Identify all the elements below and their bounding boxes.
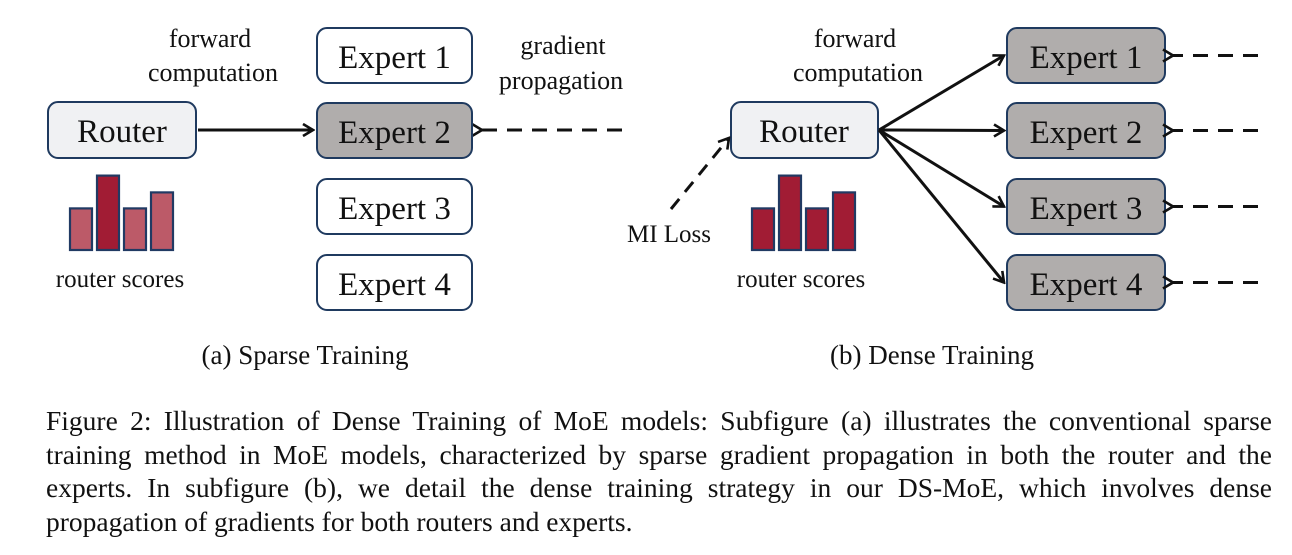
figure-caption: Figure 2: Illustration of Dense Training… <box>46 405 1272 537</box>
dense-expert-1-label: Expert 1 <box>1030 40 1143 76</box>
moe-training-diagram: forward computation gradient propagation… <box>47 24 1258 370</box>
dense-forward-arrow-4 <box>877 129 1004 283</box>
sparse-score-bar-2 <box>95 174 121 252</box>
sparse-expert-2-label: Expert 2 <box>338 115 451 151</box>
sparse-router-scores-chart <box>68 174 175 252</box>
dense-score-bar-2 <box>777 174 803 252</box>
sparse-router-box: Router <box>47 101 197 159</box>
mi-loss-arrow <box>669 138 729 210</box>
sparse-expert-1-label: Expert 1 <box>338 40 451 76</box>
dense-scores-label: router scores <box>737 266 865 293</box>
sparse-score-bar-4 <box>149 191 175 252</box>
sparse-forward-label-line2: computation <box>148 58 278 87</box>
dense-expert-2-label: Expert 2 <box>1030 115 1143 151</box>
sparse-expert-1-box: Expert 1 <box>316 27 473 84</box>
dense-router-scores-chart <box>750 174 857 252</box>
sparse-expert-2-box: Expert 2 <box>316 102 473 159</box>
sparse-router-label: Router <box>77 114 167 150</box>
dense-training-panel: forward computation Router MI Loss Exper… <box>627 24 1258 370</box>
dense-router-box: Router <box>730 101 879 159</box>
sparse-training-panel: forward computation gradient propagation… <box>47 24 623 370</box>
dense-forward-arrow-2 <box>878 130 1004 131</box>
dense-gradient-arrows <box>1173 56 1258 283</box>
sparse-score-bar-3 <box>122 207 148 252</box>
dense-score-bar-3 <box>804 207 830 252</box>
dense-expert-1-box: Expert 1 <box>1006 27 1166 84</box>
sparse-forward-label-line1: forward <box>169 24 251 53</box>
sparse-gradient-label-line1: gradient <box>520 31 606 60</box>
sparse-expert-3-label: Expert 3 <box>338 191 451 227</box>
sparse-expert-4-box: Expert 4 <box>316 254 473 311</box>
dense-score-bar-1 <box>750 207 776 252</box>
dense-forward-label-line1: forward <box>814 24 896 53</box>
sparse-expert-4-label: Expert 4 <box>338 267 451 303</box>
sparse-expert-3-box: Expert 3 <box>316 178 473 235</box>
dense-subcaption: (b) Dense Training <box>830 340 1034 370</box>
dense-forward-label-line2: computation <box>793 58 923 87</box>
sparse-scores-label: router scores <box>56 266 184 293</box>
dense-expert-4-label: Expert 4 <box>1030 267 1143 303</box>
dense-expert-4-box: Expert 4 <box>1006 254 1166 311</box>
dense-router-label: Router <box>759 114 849 150</box>
sparse-gradient-label-line2: propagation <box>499 66 623 95</box>
dense-expert-2-box: Expert 2 <box>1006 102 1166 159</box>
dense-score-bar-4 <box>831 191 857 252</box>
sparse-score-bar-1 <box>68 207 94 252</box>
dense-forward-arrow-1 <box>878 56 1004 132</box>
dense-expert-3-label: Expert 3 <box>1030 191 1143 227</box>
dense-forward-arrow-3 <box>878 128 1004 207</box>
mi-loss-label: MI Loss <box>627 221 711 248</box>
sparse-subcaption: (a) Sparse Training <box>202 340 409 370</box>
dense-forward-arrows <box>877 56 1004 283</box>
dense-expert-3-box: Expert 3 <box>1006 178 1166 235</box>
